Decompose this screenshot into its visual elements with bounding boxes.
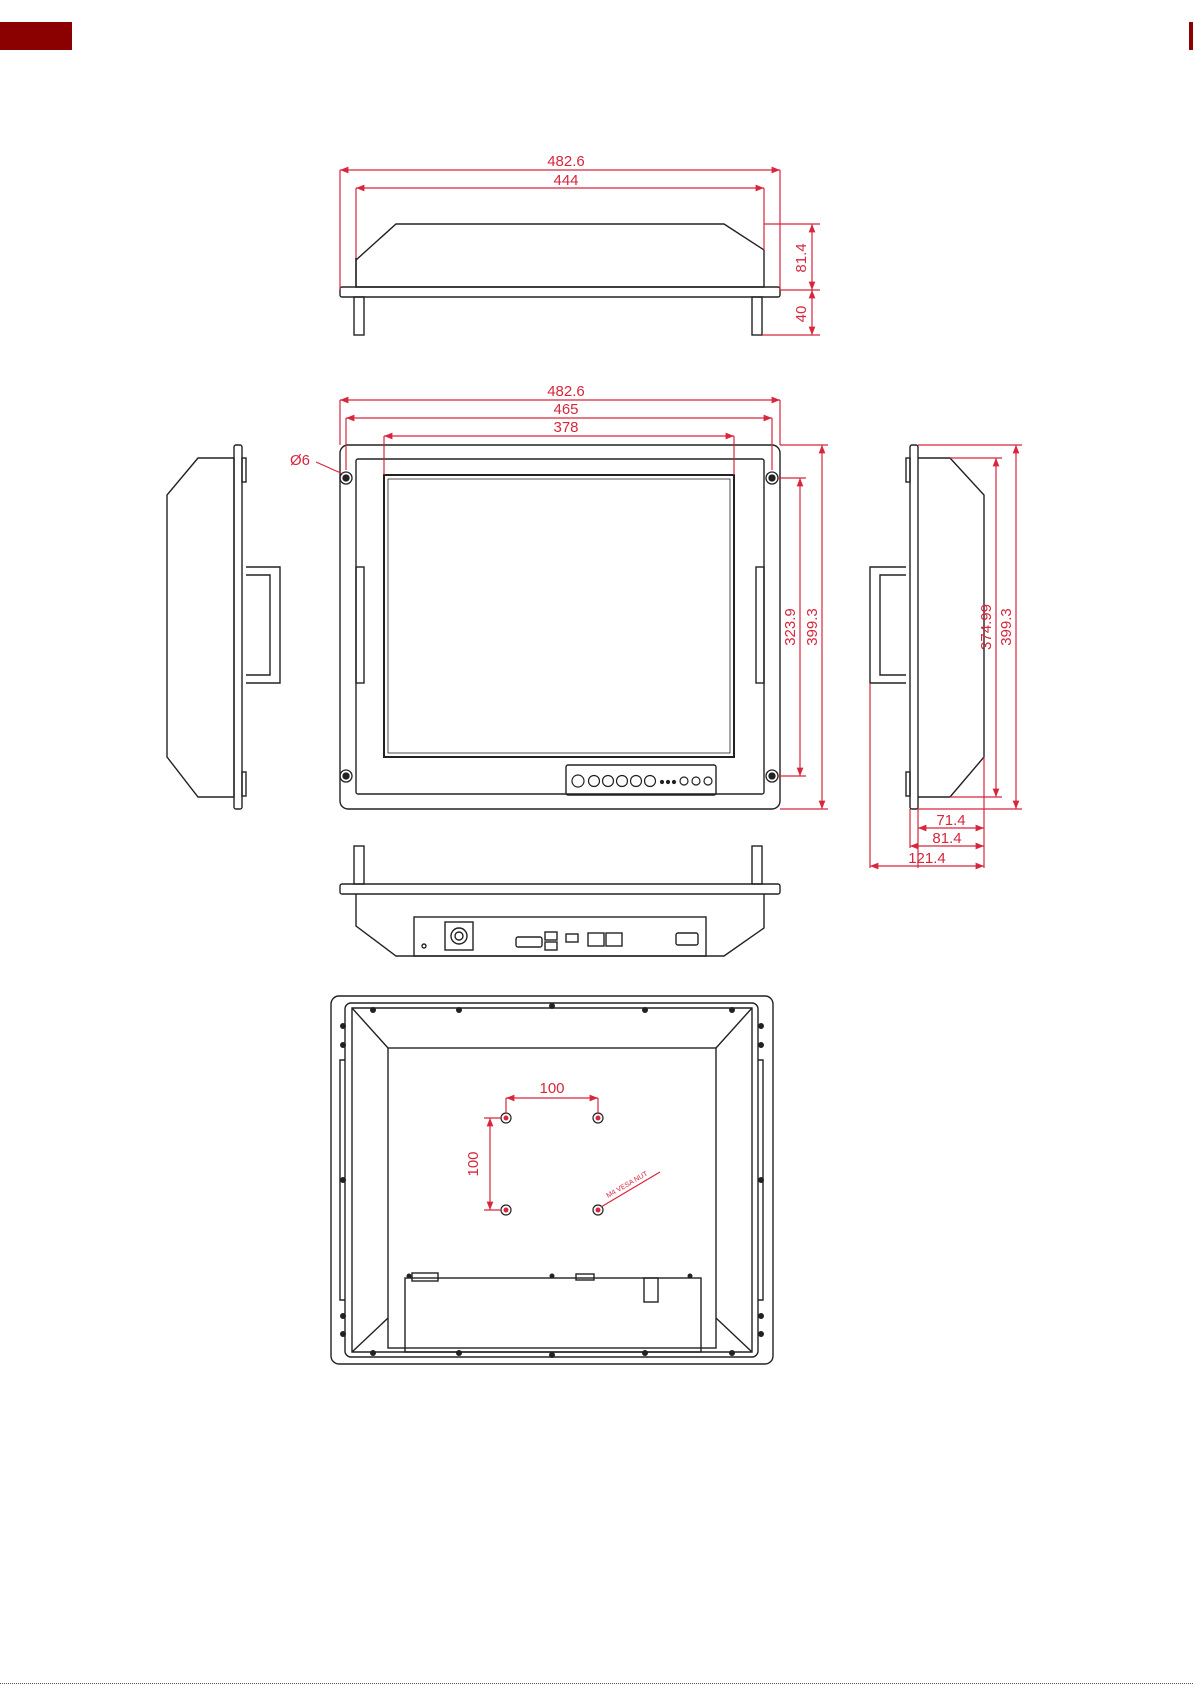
- top-view-handle-right: [752, 297, 762, 335]
- dim-vesa-h-label: 100: [539, 1080, 564, 1097]
- top-view-body: [356, 224, 764, 287]
- front-mounting-holes: [340, 472, 778, 782]
- rear-io-cover: [405, 1278, 701, 1352]
- dim-399-front-label: 399.3: [804, 608, 821, 646]
- left-side-flange-tab-bottom: [242, 772, 246, 796]
- rear-connector-left: [412, 1273, 438, 1281]
- left-side-flange-tab-top: [242, 458, 246, 482]
- vesa-note-leader: [601, 1172, 660, 1207]
- dim-399-side-label: 399.3: [998, 608, 1015, 646]
- control-button-icon: [603, 776, 614, 787]
- bottom-view-flange: [340, 884, 780, 894]
- top-view-dimensions: [340, 170, 820, 335]
- usb-port-icon: [545, 942, 557, 950]
- control-button-icon: [692, 777, 700, 785]
- right-side-body: [918, 458, 984, 797]
- control-button-icon: [589, 776, 600, 787]
- bottom-view-handle-right: [752, 846, 762, 884]
- right-side-flange-tab-top: [906, 458, 910, 482]
- dim-vesa-v-label: 100: [465, 1151, 482, 1176]
- lan-port-icon: [588, 933, 604, 946]
- dim-444-label: 444: [553, 172, 578, 189]
- dim-482-top-label: 482.6: [547, 153, 585, 170]
- vesa-nut-note: M4 VESA NUT: [606, 1170, 650, 1200]
- lan-port-icon: [606, 933, 622, 946]
- serial-port-icon: [676, 933, 698, 945]
- dim-81-side-label: 81.4: [932, 830, 961, 847]
- front-handle-right: [756, 567, 764, 683]
- control-button-icon: [645, 776, 656, 787]
- rear-connector-mid: [576, 1274, 594, 1280]
- dim-hole-diameter-label: Ø6: [290, 452, 310, 469]
- left-side-handle-inner: [246, 575, 270, 675]
- left-side-flange: [234, 445, 242, 809]
- serial-port-icon: [516, 937, 542, 947]
- dim-374-label: 374.99: [978, 604, 995, 650]
- led-icon: [422, 944, 426, 948]
- bottom-view-handle-left: [354, 846, 364, 884]
- top-view-handle-left: [354, 297, 364, 335]
- front-bezel-outer: [340, 445, 780, 809]
- control-button-icon: [631, 776, 642, 787]
- power-connector-icon: [445, 922, 473, 950]
- vesa-nuts: [501, 1113, 603, 1215]
- right-side-view: [870, 445, 984, 809]
- rear-outer: [331, 996, 773, 1364]
- rear-power-stub: [644, 1278, 658, 1302]
- front-display: [384, 475, 734, 757]
- right-side-dimensions: [870, 445, 1022, 868]
- control-button-icon: [704, 777, 712, 785]
- dim-40-label: 40: [793, 306, 810, 323]
- front-handle-left: [356, 567, 364, 683]
- dim-378-label: 378: [553, 419, 578, 436]
- right-side-flange: [910, 445, 918, 809]
- front-bezel-inner: [356, 459, 764, 794]
- dim-81-top-label: 81.4: [793, 243, 810, 272]
- left-side-body: [167, 458, 234, 797]
- rear-flange-inner: [345, 1003, 758, 1357]
- dim-323-label: 323.9: [782, 608, 799, 646]
- dim-465-label: 465: [553, 401, 578, 418]
- control-button-icon: [617, 776, 628, 787]
- right-side-handle: [870, 567, 906, 683]
- dim-leader-hole: [316, 462, 343, 474]
- bottom-view: [340, 846, 780, 956]
- right-side-handle-inner: [880, 575, 906, 675]
- dim-71-label: 71.4: [936, 812, 965, 829]
- rear-view: [331, 996, 773, 1364]
- left-side-handle: [246, 567, 280, 683]
- control-button-icon: [572, 775, 584, 787]
- top-view-flange: [340, 287, 780, 297]
- top-view: [340, 224, 780, 335]
- bottom-view-body: [356, 894, 764, 956]
- front-display-glass: [388, 479, 730, 753]
- hdmi-port-icon: [566, 934, 578, 942]
- dim-482-front-label: 482.6: [547, 383, 585, 400]
- rear-body-outer: [352, 1008, 752, 1352]
- right-side-flange-tab-bottom: [906, 772, 910, 796]
- front-view-dimensions: [316, 400, 828, 809]
- control-buttons: [572, 775, 712, 787]
- left-side-view: [167, 445, 280, 809]
- usb-port-icon: [545, 932, 557, 940]
- front-view: [340, 445, 780, 809]
- control-button-icon: [680, 777, 688, 785]
- dim-121-label: 121.4: [908, 850, 946, 867]
